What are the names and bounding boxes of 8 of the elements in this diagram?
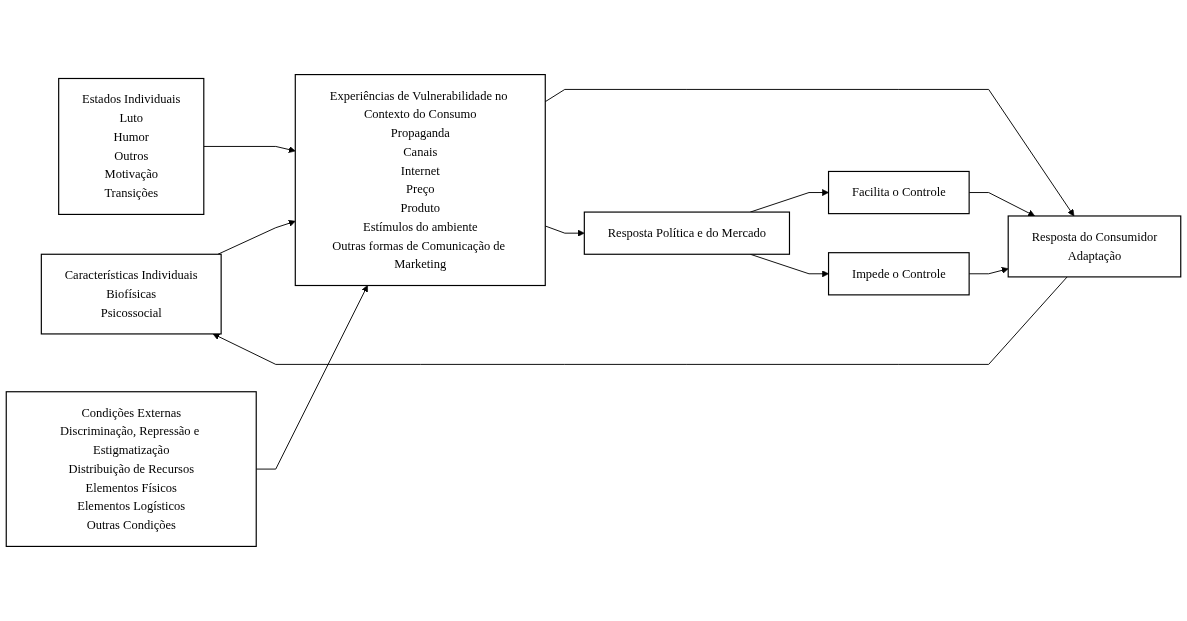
node-box: Características Individuais Biofísicas Psicossocial	[40, 253, 222, 335]
node-box: Condições Externas Discriminação, Repressão e Estigmatização Distribuição de Recursos Elementos Físicos Elementos Logísticos Outras Condições	[5, 391, 257, 547]
node-box: Experiências de Vulnerabilidade no Contexto do Consumo Propaganda Canais Internet Preço Produto Estímulos do ambiente Outras formas de Comunicação de Marketing	[294, 74, 546, 287]
node-box: Facilita o Controle	[827, 170, 970, 215]
node-box: Estados Individuais Luto Humor Outros Motivação Transições	[58, 77, 205, 215]
node-box: Impede o Controle	[827, 252, 970, 296]
node-box: Resposta Política e do Mercado	[583, 211, 791, 255]
node-box: Resposta do Consumidor Adaptação	[1007, 215, 1182, 278]
